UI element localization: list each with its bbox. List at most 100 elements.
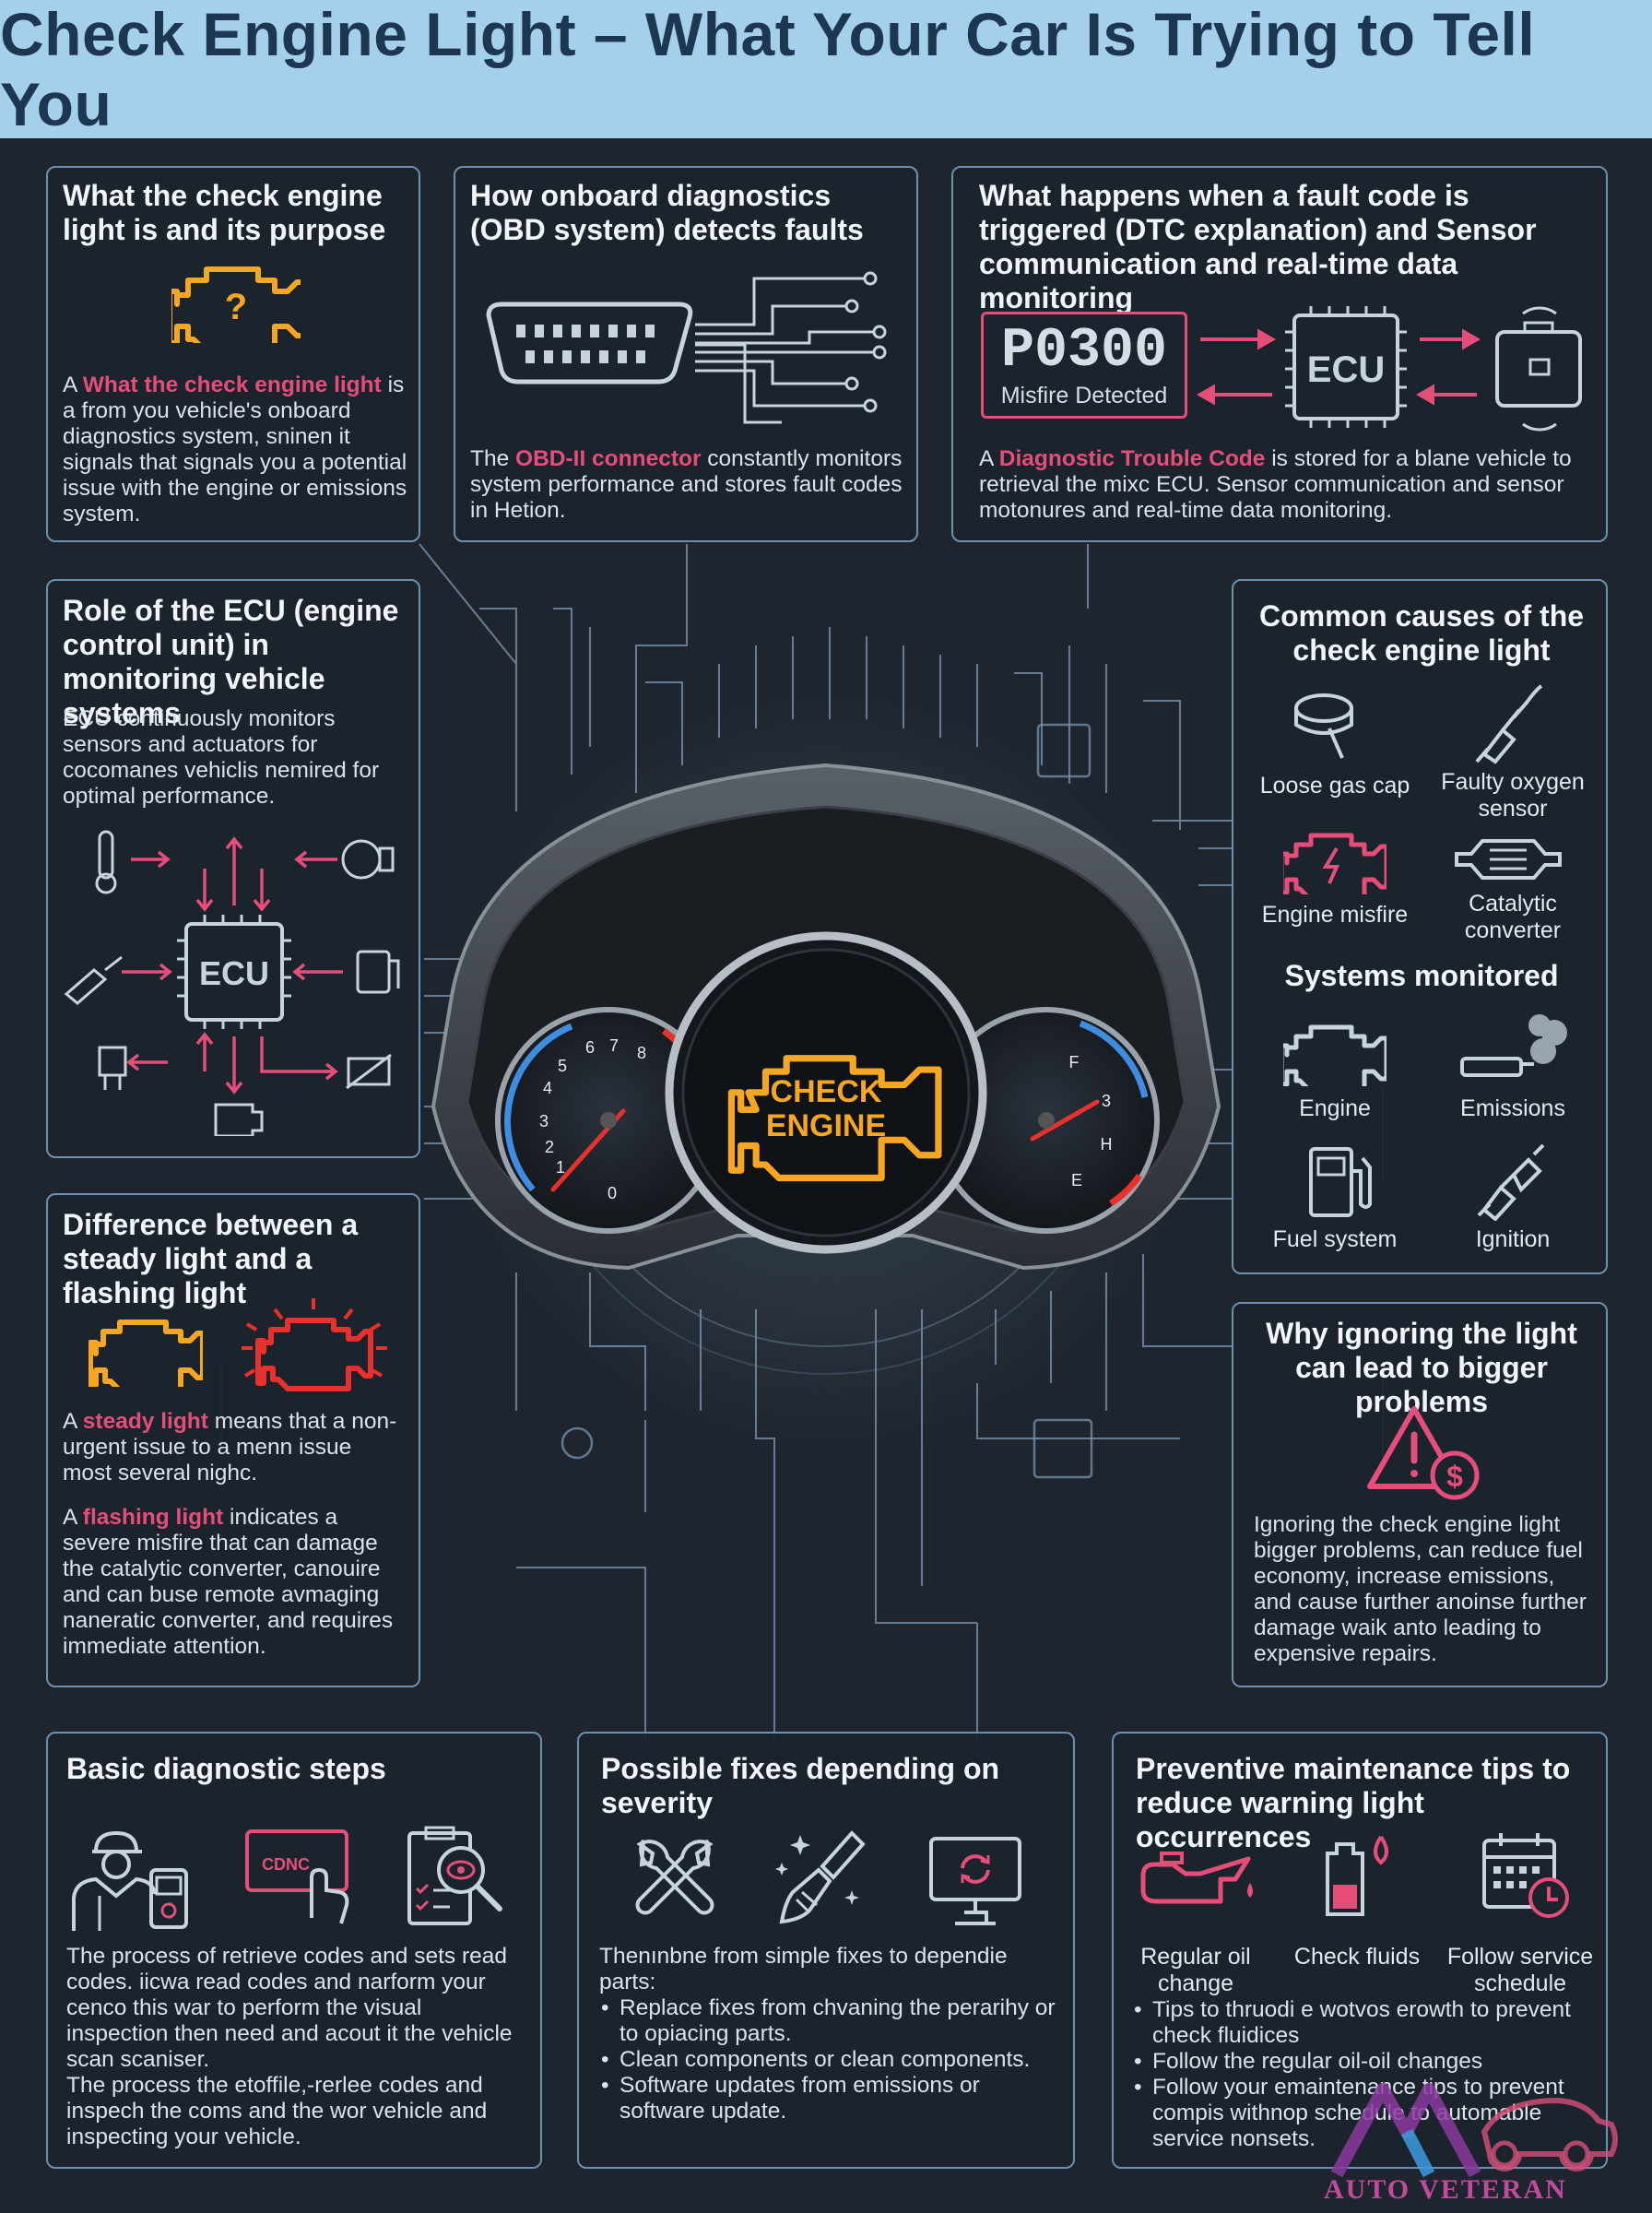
tips-list: Tips to thruodi e wotvos erowth to preve… xyxy=(1132,1997,1593,2152)
cause-label: Faulty oxygen sensor xyxy=(1441,769,1585,822)
system-label: Fuel system xyxy=(1272,1226,1398,1252)
dtc-code: P0300 xyxy=(1000,320,1168,383)
panel-steady-vs-flashing: Difference between a steady light and a … xyxy=(46,1193,420,1687)
panel-title: Possible fixes depending on severity xyxy=(601,1752,1000,1819)
dtc-flow-diagram: ECU xyxy=(1196,306,1582,432)
inspection-clipboard-icon xyxy=(407,1826,502,1925)
gas-cap-icon xyxy=(1294,693,1353,759)
check-engine-icon: ? xyxy=(171,266,301,343)
panel-body: A Diagnostic Trouble Code is stored for … xyxy=(979,446,1597,524)
steady-light-icon xyxy=(88,1320,203,1387)
tip-label: Regular oil change xyxy=(1140,1944,1251,1996)
flashing-light-icon xyxy=(242,1298,387,1391)
body-prefix: A xyxy=(979,446,999,471)
tach-tick: 1 xyxy=(556,1158,565,1177)
dtc-description: Misfire Detected xyxy=(1000,383,1168,408)
panel-title: How onboard diagnostics (OBD system) det… xyxy=(470,179,864,246)
ecu-label: ECU xyxy=(199,954,269,992)
list-item: Clean components or clean components. xyxy=(599,2047,1060,2073)
list-item: Follow your emaintenance tips to prevent… xyxy=(1132,2075,1593,2152)
svg-text:$: $ xyxy=(1446,1460,1463,1493)
body-prefix: A xyxy=(63,373,83,397)
panel-body: The OBD-II connector constantly monitors… xyxy=(470,446,913,524)
catalytic-converter-icon xyxy=(1455,839,1562,880)
steady-light-text: A steady light means that a non-urgent i… xyxy=(63,1409,404,1486)
panel-title: Why ignoring the light can lead to bigge… xyxy=(1266,1317,1577,1418)
scan-tool-screen-icon: CDNC xyxy=(245,1829,349,1924)
body-text: indicates a severe misfire that can dama… xyxy=(63,1505,394,1659)
panel-check-engine-purpose: What the check engine light is and its p… xyxy=(46,166,420,542)
software-update-icon xyxy=(929,1837,1021,1925)
wrench-icon xyxy=(635,1839,714,1915)
highlight-term: Diagnostic Trouble Code xyxy=(998,446,1266,471)
auto-veteran-logo xyxy=(1330,2083,1618,2178)
panel-ecu-role: Role of the ECU (engine control unit) in… xyxy=(46,579,420,1158)
body-text: is a from you vehicle's onboard diagnost… xyxy=(63,373,407,527)
mechanic-scanner-icon xyxy=(72,1830,188,1931)
emissions-icon xyxy=(1460,1014,1567,1077)
tach-tick: 0 xyxy=(608,1184,617,1202)
fixes-list: Replace fixes from chvaning the perarihy… xyxy=(599,1995,1060,2124)
fuel-tick: 3 xyxy=(1102,1092,1111,1110)
warning-cost-icon: $ xyxy=(1367,1406,1480,1500)
highlight-term: steady light xyxy=(82,1409,208,1434)
list-item: Replace fixes from chvaning the perarihy… xyxy=(599,1995,1060,2047)
panel-obd-system: How onboard diagnostics (OBD system) det… xyxy=(454,166,918,542)
ecu-sensor-diagram: ECU xyxy=(64,830,400,1136)
panel-body: Tips to thruodi e wotvos erowth to preve… xyxy=(1132,1997,1593,2152)
panel-diagnostic-steps: Basic diagnostic steps CDNC The process … xyxy=(46,1732,542,2169)
panel-title: What happens when a fault code is trigge… xyxy=(979,179,1537,314)
fuel-tick: F xyxy=(1069,1053,1080,1071)
cause-label: Engine misfire xyxy=(1261,902,1409,928)
header-banner: Check Engine Light – What Your Car Is Tr… xyxy=(0,0,1652,138)
dtc-ecu-label: ECU xyxy=(1307,349,1385,390)
check-engine-line2: ENGINE xyxy=(766,1108,886,1143)
list-item: Software updates from emissions or softw… xyxy=(599,2073,1060,2124)
systems-title: Systems monitored xyxy=(1284,959,1559,992)
body-text: constantly monitors system performance a… xyxy=(470,446,903,523)
list-item: Follow the regular oil-oil changes xyxy=(1132,2049,1593,2075)
panel-preventive-maintenance: Preventive maintenance tips to reduce wa… xyxy=(1112,1732,1608,2169)
svg-text:?: ? xyxy=(225,287,247,327)
fuel-tick: H xyxy=(1101,1135,1113,1154)
calendar-icon xyxy=(1482,1833,1569,1918)
oxygen-sensor-icon xyxy=(1475,684,1543,764)
tach-tick: 8 xyxy=(637,1044,646,1062)
scan-screen-text: CDNC xyxy=(262,1855,310,1874)
dtc-code-box: P0300 Misfire Detected xyxy=(981,312,1187,419)
tach-tick: 4 xyxy=(543,1079,552,1097)
list-item: Tips to thruodi e wotvos erowth to preve… xyxy=(1132,1997,1593,2049)
engine-misfire-icon xyxy=(1283,833,1386,894)
obd-connector-icon xyxy=(486,271,887,424)
panel-ignoring-consequences: Why ignoring the light can lead to bigge… xyxy=(1232,1302,1608,1687)
panel-title: Common causes of the check engine light xyxy=(1258,599,1585,667)
highlight-term: flashing light xyxy=(82,1505,224,1530)
panel-title: Preventive maintenance tips to reduce wa… xyxy=(1136,1752,1571,1853)
panel-title: Difference between a steady light and a … xyxy=(63,1208,359,1309)
panel-common-causes: Common causes of the check engine light … xyxy=(1232,579,1608,1274)
fuel-tick: E xyxy=(1071,1171,1082,1189)
dashboard-illustration: CHECK ENGINE 1 2 3 4 5 6 7 8 0 F 3 H E xyxy=(220,543,1384,1743)
panel-title: Basic diagnostic steps xyxy=(66,1752,386,1785)
flashing-light-text: A flashing light indicates a severe misf… xyxy=(63,1505,404,1660)
fuel-pump-icon xyxy=(1309,1147,1372,1217)
panel-body: Ignoring the check engine light bigger p… xyxy=(1254,1512,1587,1666)
system-label: Emissions xyxy=(1460,1095,1565,1121)
ignition-icon xyxy=(1477,1143,1545,1221)
body-prefix: A xyxy=(63,1505,83,1530)
system-label: Ignition xyxy=(1475,1226,1551,1252)
tip-label: Follow service schedule xyxy=(1446,1944,1594,1996)
tach-tick: 2 xyxy=(545,1138,554,1156)
panel-title: Role of the ECU (engine control unit) in… xyxy=(63,594,399,729)
panel-body: The process of retrieve codes and sets r… xyxy=(66,1944,527,2150)
body-text: The process of retrieve codes and sets r… xyxy=(66,1944,513,2072)
tach-tick: 7 xyxy=(609,1036,619,1055)
page-title: Check Engine Light – What Your Car Is Tr… xyxy=(0,0,1536,138)
body-text: The process the etoffile,-rerlee codes a… xyxy=(66,2073,488,2149)
highlight-term: What the check engine light xyxy=(82,373,382,397)
body-text: is stored for a blane vehicle to retriev… xyxy=(979,446,1572,523)
tach-tick: 6 xyxy=(585,1038,595,1057)
panel-body: A What the check engine light is a from … xyxy=(63,373,413,527)
panel-body: ECU continuously monitors sensors and ac… xyxy=(63,706,380,809)
panel-title: What the check engine light is and its p… xyxy=(63,179,386,246)
